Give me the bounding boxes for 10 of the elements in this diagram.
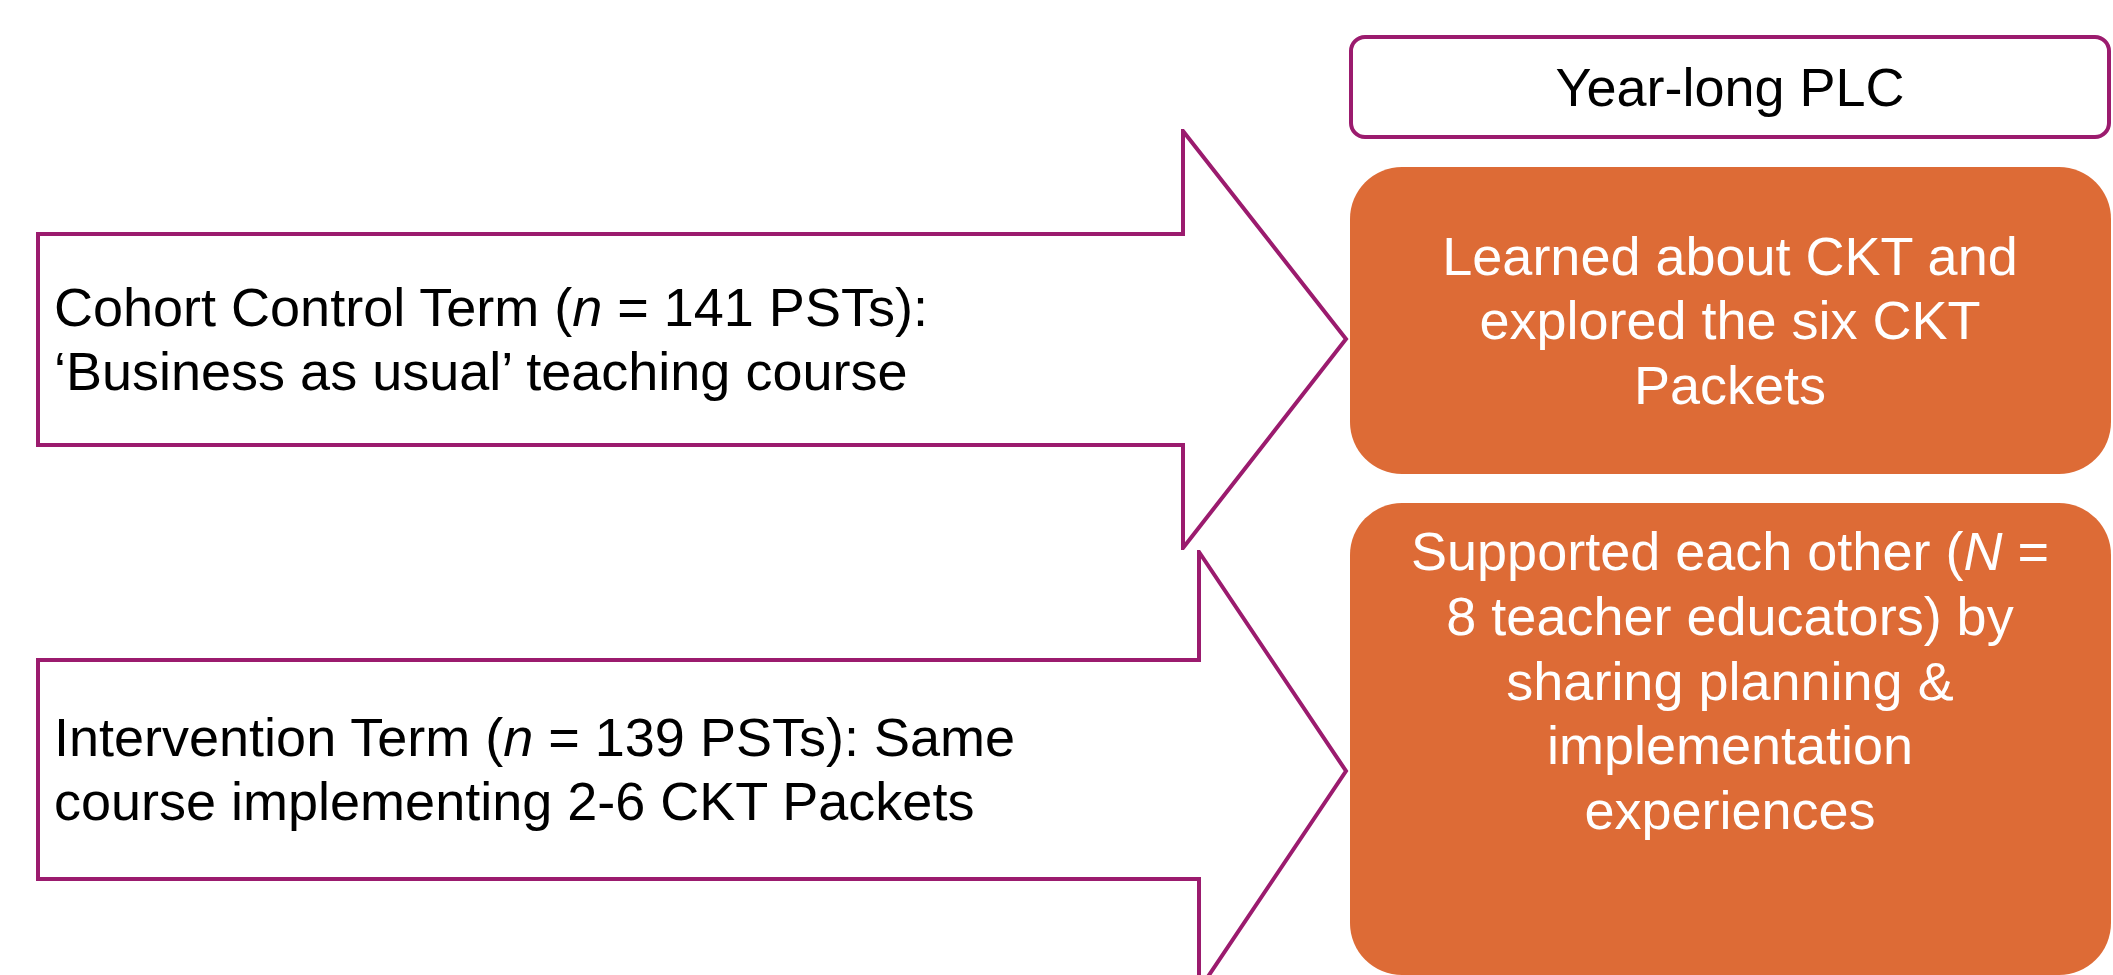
arrow-text: Cohort Control Term (n = 141 PSTs): ‘Business as usual’ teaching course: [54, 275, 929, 404]
arrow-text: Intervention Term (n = 139 PSTs): Same course implementing 2-6 CKT Packets: [54, 705, 1016, 834]
header-text: Year-long PLC: [1554, 55, 1906, 119]
result-box: [1350, 167, 2111, 474]
result-text: Supported each other (N = 8 teacher educators) by sharing planning & implementation experiences: [1410, 520, 2050, 843]
arrow-shaped-text-box: [36, 129, 1349, 550]
arrow-shaped-text-box: [36, 550, 1349, 975]
header-box: [1349, 35, 2111, 139]
result-text: Learned about CKT and explored the six CKT Packets: [1441, 224, 2019, 417]
result-box: [1350, 503, 2111, 975]
